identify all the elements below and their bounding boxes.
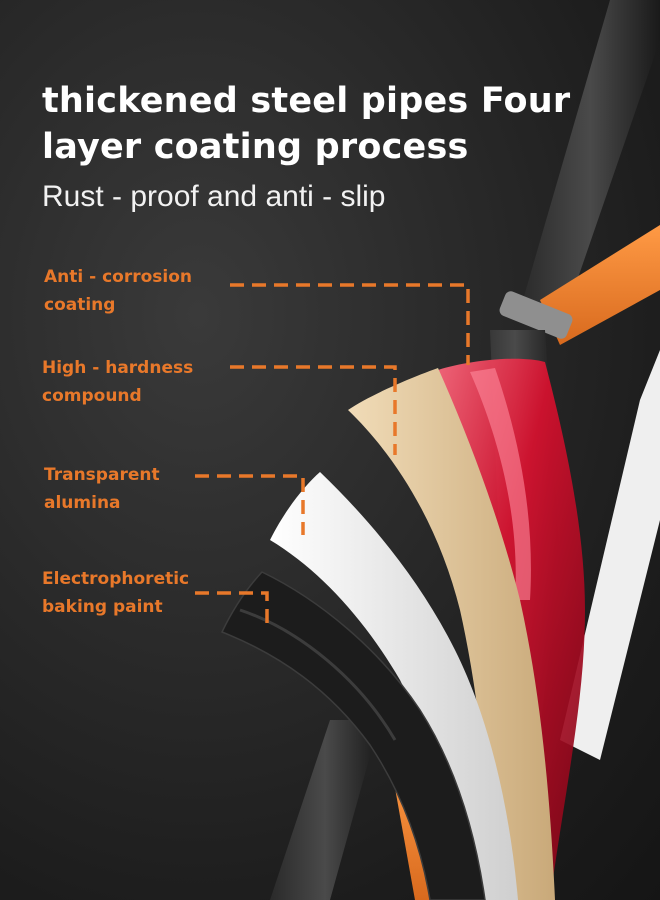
- clamp-ring: [499, 291, 573, 339]
- high-hardness-layer: [348, 368, 555, 900]
- layer-label-anti-corrosion: Anti - corrosion coating: [44, 267, 193, 315]
- anti-corrosion-highlight: [470, 368, 531, 600]
- layer-label-high-hardness: High - hardness compound: [42, 358, 194, 406]
- layer-label-baking-paint: Electrophoretic baking paint: [42, 569, 190, 617]
- leader-alumina: [195, 474, 305, 535]
- baking-paint-layer: [220, 571, 486, 900]
- steel-tube-lower: [270, 720, 380, 900]
- leader-anti-corrosion: [230, 283, 470, 365]
- headline: thickened steel pipes Four layer coating…: [42, 81, 571, 167]
- steel-tube-upper: [520, 0, 660, 330]
- leader-baking-paint: [195, 591, 269, 630]
- leader-high-hardness: [230, 365, 397, 455]
- layer-label-alumina: Transparent alumina: [44, 465, 160, 513]
- white-tube-right: [560, 350, 660, 760]
- baking-paint-sheen: [239, 608, 397, 741]
- subtitle: Rust - proof and anti - slip: [42, 180, 386, 213]
